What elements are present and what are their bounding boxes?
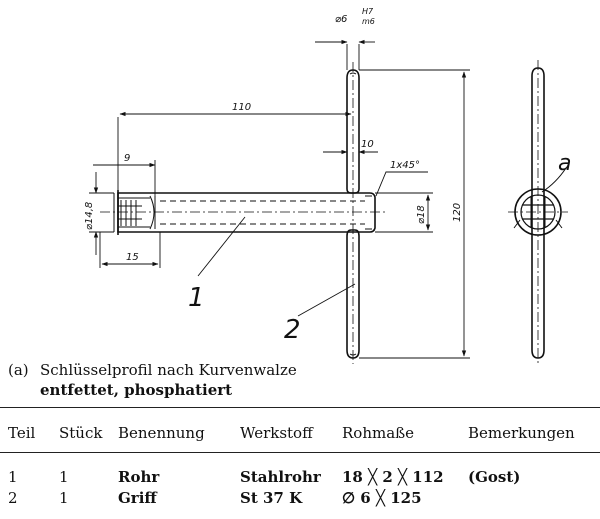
- header-benennung: Benennung: [118, 424, 205, 442]
- cell-stueck: 1: [59, 489, 69, 507]
- side-view: [508, 60, 568, 364]
- part-label-1: 1: [188, 283, 205, 313]
- table-top-rule: [0, 407, 600, 408]
- header-bemerkungen: Bemerkungen: [468, 424, 575, 442]
- cell-werkstoff: St 37 K: [240, 489, 303, 507]
- note-line-1: (a) Schlüsselprofil nach Kurvenwalze: [8, 361, 297, 379]
- dim-pin-fit-lower: m6: [362, 17, 375, 26]
- table-header-rule: [0, 452, 600, 453]
- cell-rohmasse: ∅ 6 ╳ 125: [342, 489, 422, 507]
- technical-drawing: a ⌀6 H7 m6 110 10 1: [84, 7, 571, 364]
- note-marker: (a): [8, 361, 29, 379]
- dim-pin-diameter: ⌀6: [335, 14, 347, 25]
- tube-part: [113, 190, 376, 235]
- note-line-2: entfettet, phosphatiert: [40, 381, 233, 399]
- dim-chamfer: 1x45°: [390, 160, 420, 171]
- dim-length-110: 110: [232, 102, 251, 113]
- dim-diameter-18: ⌀18: [416, 205, 427, 224]
- cell-bemerkung: (Gost): [468, 468, 521, 486]
- header-werkstoff: Werkstoff: [240, 424, 313, 442]
- handle-part: [346, 62, 360, 364]
- detail-a-label: a: [558, 151, 571, 176]
- cell-benennung: Griff: [118, 489, 157, 507]
- dim-diameter-14-8: ⌀14,8: [84, 202, 95, 230]
- header-teil: Teil: [8, 424, 36, 442]
- dim-height-120: 120: [452, 203, 463, 222]
- cell-teil: 1: [8, 468, 18, 486]
- dim-pin-fit-upper: H7: [362, 7, 374, 16]
- cell-stueck: 1: [59, 468, 69, 486]
- part-label-2: 2: [284, 315, 301, 345]
- dim-length-10: 10: [361, 139, 374, 150]
- cell-rohmasse: 18 ╳ 2 ╳ 112: [342, 468, 444, 486]
- header-stueck: Stück: [59, 424, 103, 442]
- dim-length-15: 15: [126, 252, 139, 263]
- cell-benennung: Rohr: [118, 468, 160, 486]
- dimension-lines: [89, 39, 470, 359]
- cell-teil: 2: [8, 489, 18, 507]
- cell-werkstoff: Stahlrohr: [240, 468, 321, 486]
- dim-length-9: 9: [124, 153, 130, 164]
- note-text-1: Schlüsselprofil nach Kurvenwalze: [40, 361, 297, 379]
- header-rohmasse: Rohmaße: [342, 424, 415, 442]
